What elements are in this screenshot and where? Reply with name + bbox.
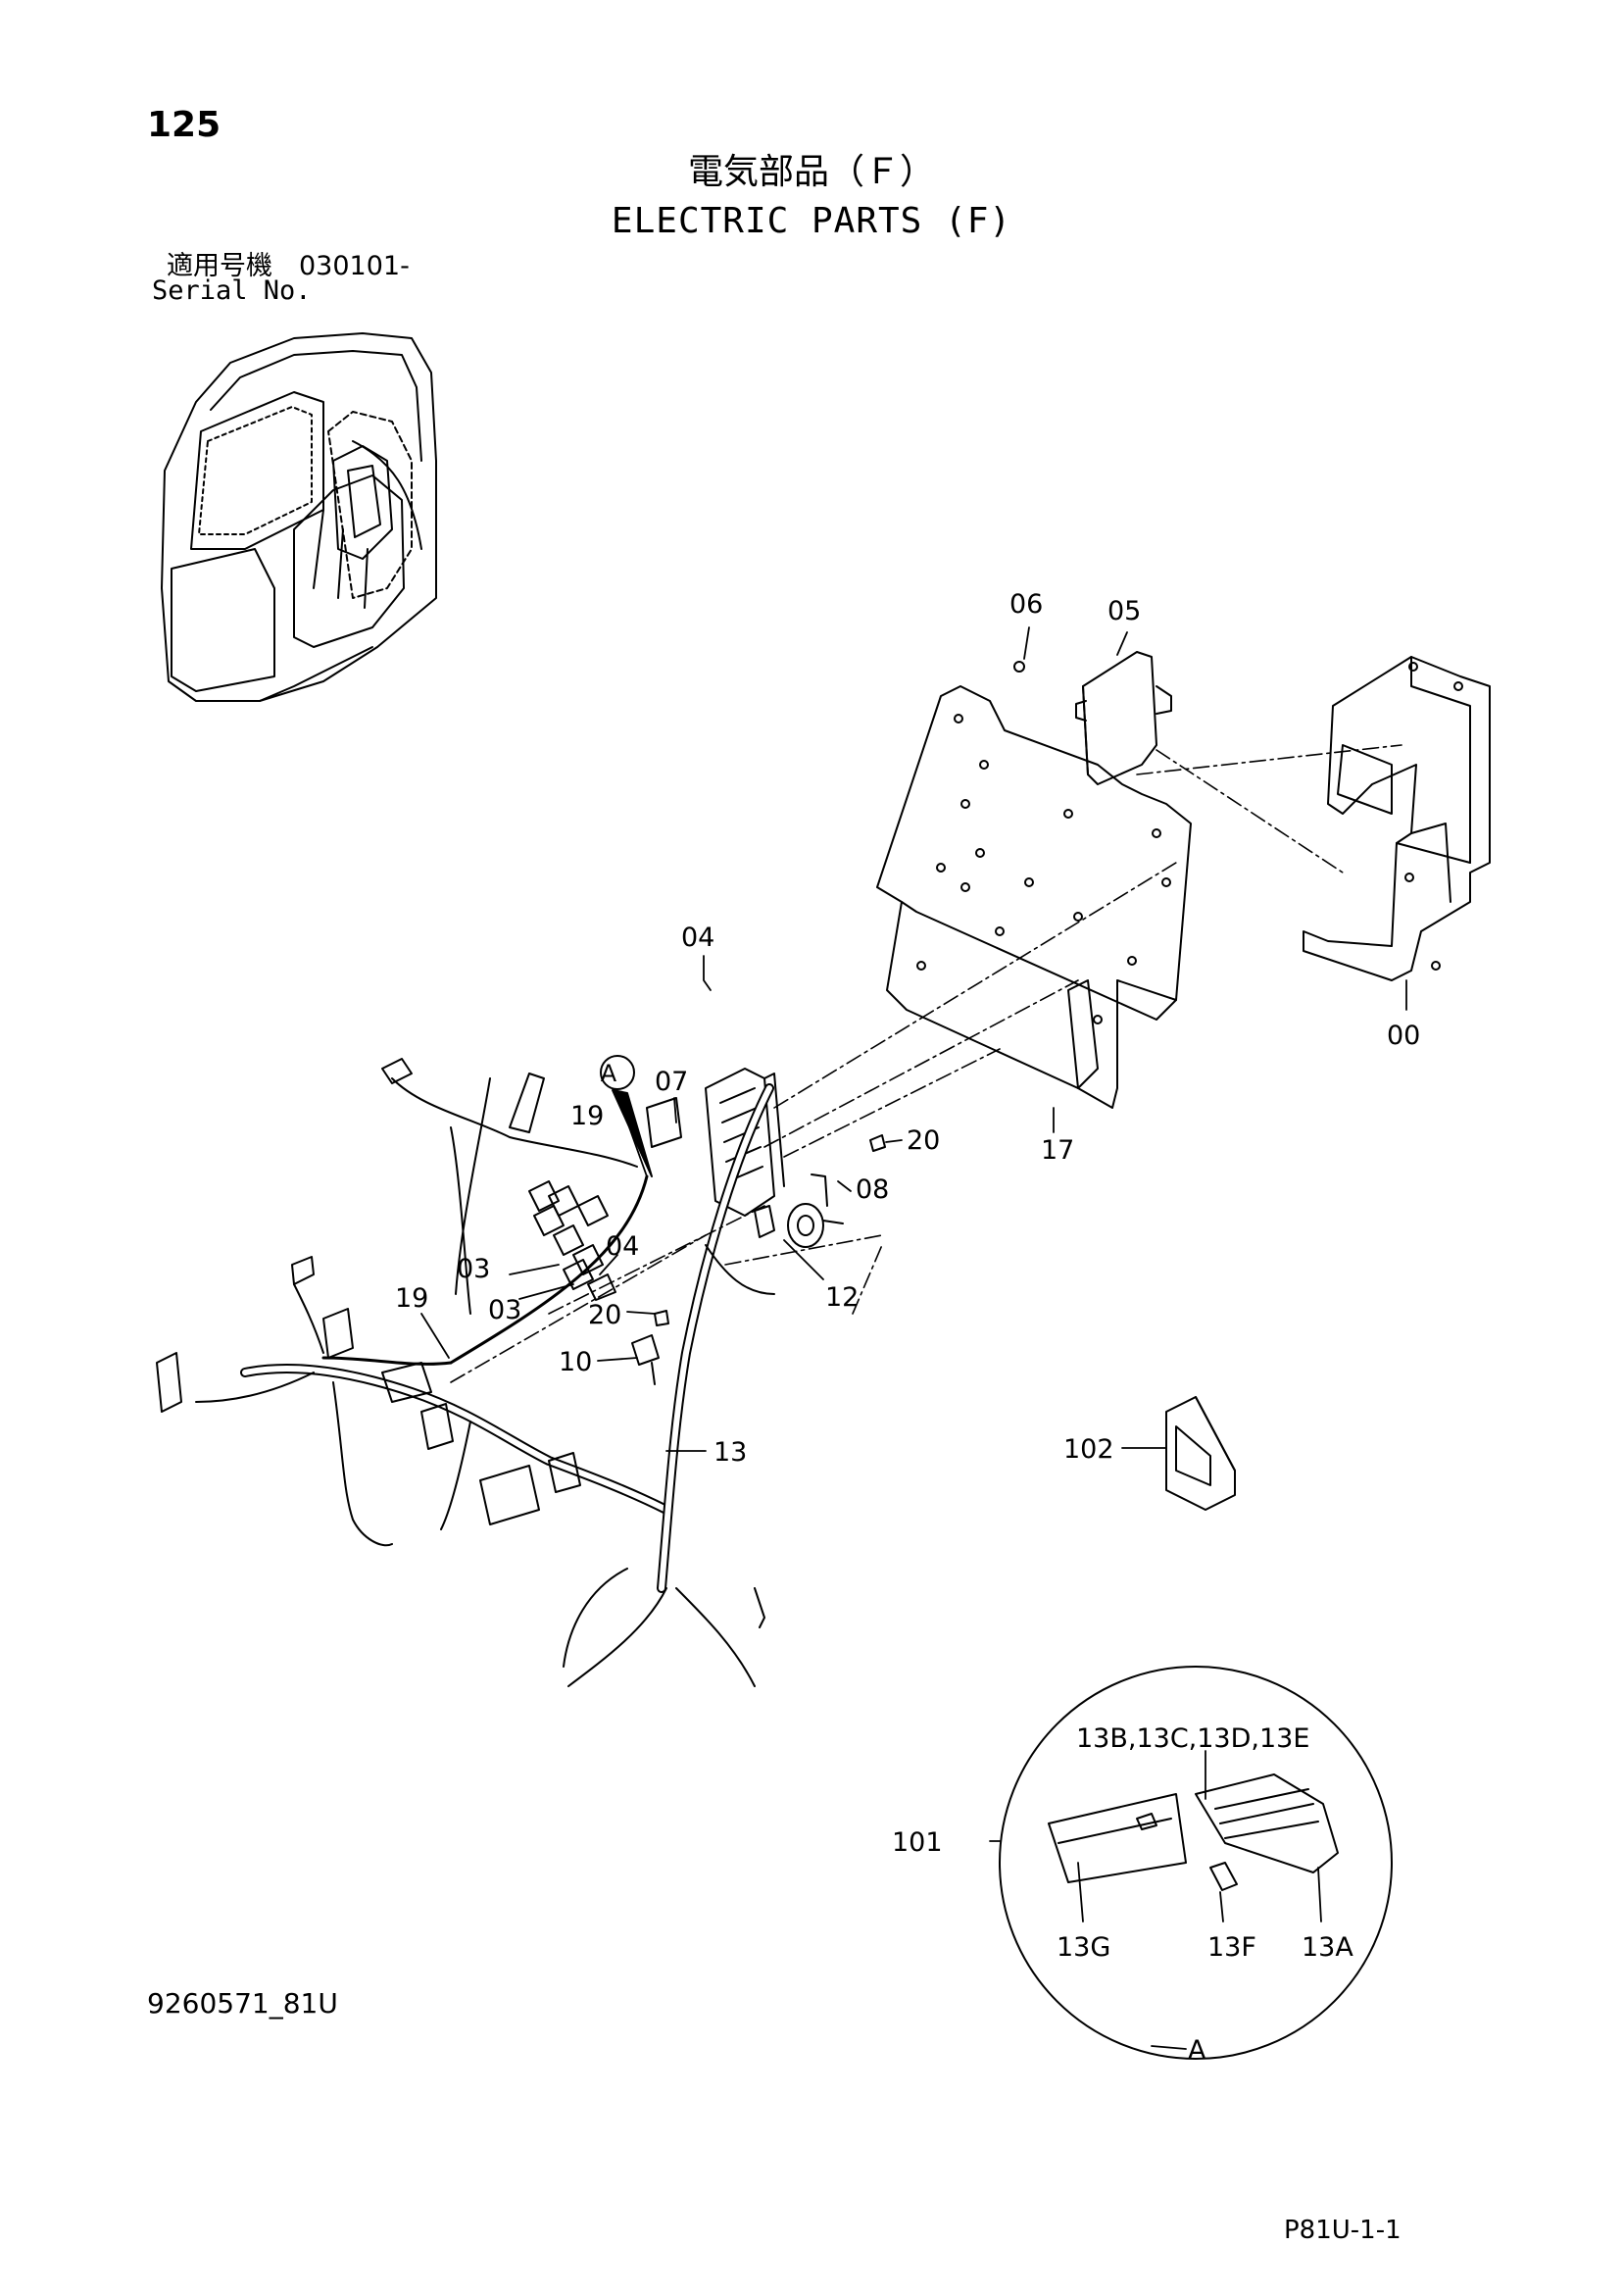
horn-08-illustration [787,1173,844,1248]
callout-leader-lines [420,626,1407,2050]
callout-102: 102 [1063,1434,1114,1465]
page-code: P81U-1-1 [1284,2216,1402,2245]
fuse-box-07-illustration [646,1068,785,1217]
callout-04-lower: 04 [606,1231,639,1262]
decal-102-illustration [1165,1396,1236,1511]
bracket-00-illustration [1303,656,1491,981]
callout-08: 08 [856,1174,889,1205]
callout-05: 05 [1107,596,1141,626]
callout-12: 12 [825,1282,859,1313]
part-10-illustration [631,1334,660,1385]
callout-labels: 06 05 00 04 07 19 04 03 03 19 20 10 13 2… [395,589,1420,2066]
serial-label-jp: 適用号機 030101- [167,251,410,281]
callout-13: 13 [713,1437,747,1468]
callout-19-upper: 19 [570,1101,604,1131]
document-code: 9260571_81U [147,1987,338,2020]
callout-10: 10 [559,1347,592,1377]
page-title-en: ELECTRIC PARTS (F) [611,201,1012,241]
callout-13b-13c-13d-13e: 13B,13C,13D,13E [1076,1723,1309,1754]
callout-13g: 13G [1057,1932,1110,1963]
screw-20-illustration [654,1134,886,1326]
callout-03-upper: 03 [457,1254,490,1284]
detail-view-a-label: A [1188,2035,1206,2066]
relay-block-03-illustration [528,1180,616,1301]
callout-00: 00 [1387,1021,1420,1051]
page-title-jp: 電気部品（Ｆ） [687,152,935,192]
detail-marker-a-icon [600,1055,653,1177]
callout-13f: 13F [1207,1932,1256,1963]
callout-13a: 13A [1302,1932,1353,1963]
callout-20-lower: 20 [588,1300,621,1330]
callout-101: 101 [892,1827,943,1858]
serial-label-en: Serial No. [152,275,312,306]
callout-03-lower: 03 [488,1295,521,1325]
cab-overview-illustration [161,332,437,702]
callout-20-upper: 20 [907,1125,940,1156]
callout-07: 07 [655,1067,688,1097]
wire-harness-13-illustration [156,1058,775,1687]
callout-06: 06 [1009,589,1043,620]
panel-17-illustration [876,685,1192,1109]
detail-view-a [999,1666,1393,2060]
control-unit-05-illustration [1013,651,1172,785]
assembly-guide-lines [450,744,1402,1383]
part-12-illustration [754,1205,775,1238]
callout-19-lower: 19 [395,1283,428,1314]
callout-04-upper: 04 [681,923,714,953]
detail-marker-a-label: A [601,1060,617,1087]
callout-17: 17 [1041,1135,1074,1166]
page-number: 125 [147,105,221,145]
